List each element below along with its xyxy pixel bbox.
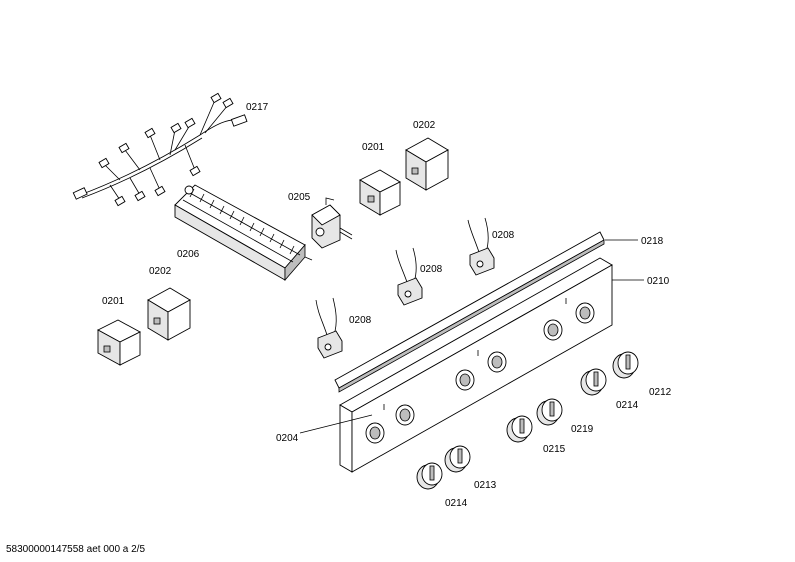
- knob-0214-lower: [416, 462, 443, 490]
- housing-box-0201-upper: [359, 169, 401, 216]
- label-0208-middle: 0208: [420, 264, 443, 275]
- knob-0214-upper: [580, 368, 607, 396]
- label-0214-lower: 0214: [445, 498, 468, 509]
- terminal-block-0206: [174, 184, 313, 282]
- housing-box-0202-lower: [147, 287, 191, 341]
- thermostat-0208-lower: [315, 297, 343, 359]
- label-0215: 0215: [543, 444, 566, 455]
- control-panel-0210: [339, 257, 613, 473]
- thermostat-0208-top: [467, 217, 495, 276]
- label-0208-top: 0208: [492, 230, 515, 241]
- housing-box-0202-upper: [405, 137, 449, 191]
- callout-labels: 0217 0201 0202 0205 0206 0208 0208 0208 …: [102, 102, 672, 509]
- panel-knob-rings: [365, 302, 595, 444]
- label-0214-upper: 0214: [616, 400, 639, 411]
- leader-lines: [299, 239, 644, 434]
- knob-0219: [536, 398, 563, 426]
- label-0218: 0218: [641, 236, 664, 247]
- label-0205: 0205: [288, 192, 311, 203]
- wiring-harness-0217: [72, 92, 248, 207]
- knob-0212: [612, 351, 639, 379]
- label-0201-upper: 0201: [362, 142, 385, 153]
- label-0213: 0213: [474, 480, 497, 491]
- thermostat-0208-middle: [395, 247, 423, 306]
- housing-box-0201-lower: [97, 319, 141, 366]
- label-0219: 0219: [571, 424, 594, 435]
- label-0210: 0210: [647, 276, 670, 287]
- label-0204: 0204: [276, 433, 299, 444]
- label-0202-upper: 0202: [413, 120, 436, 131]
- label-0208-lower: 0208: [349, 315, 372, 326]
- label-0206: 0206: [177, 249, 200, 260]
- document-footer-id: 58300000147558 aet 000 a 2/5: [6, 544, 146, 555]
- label-0217: 0217: [246, 102, 269, 113]
- knob-0215: [506, 415, 533, 443]
- switch-0205: [311, 197, 353, 249]
- trim-strip-0218: [334, 231, 605, 393]
- label-0202-lower: 0202: [149, 266, 172, 277]
- knob-0213: [444, 445, 471, 473]
- label-0201-lower: 0201: [102, 296, 125, 307]
- label-0212: 0212: [649, 387, 672, 398]
- control-knobs: [416, 351, 639, 490]
